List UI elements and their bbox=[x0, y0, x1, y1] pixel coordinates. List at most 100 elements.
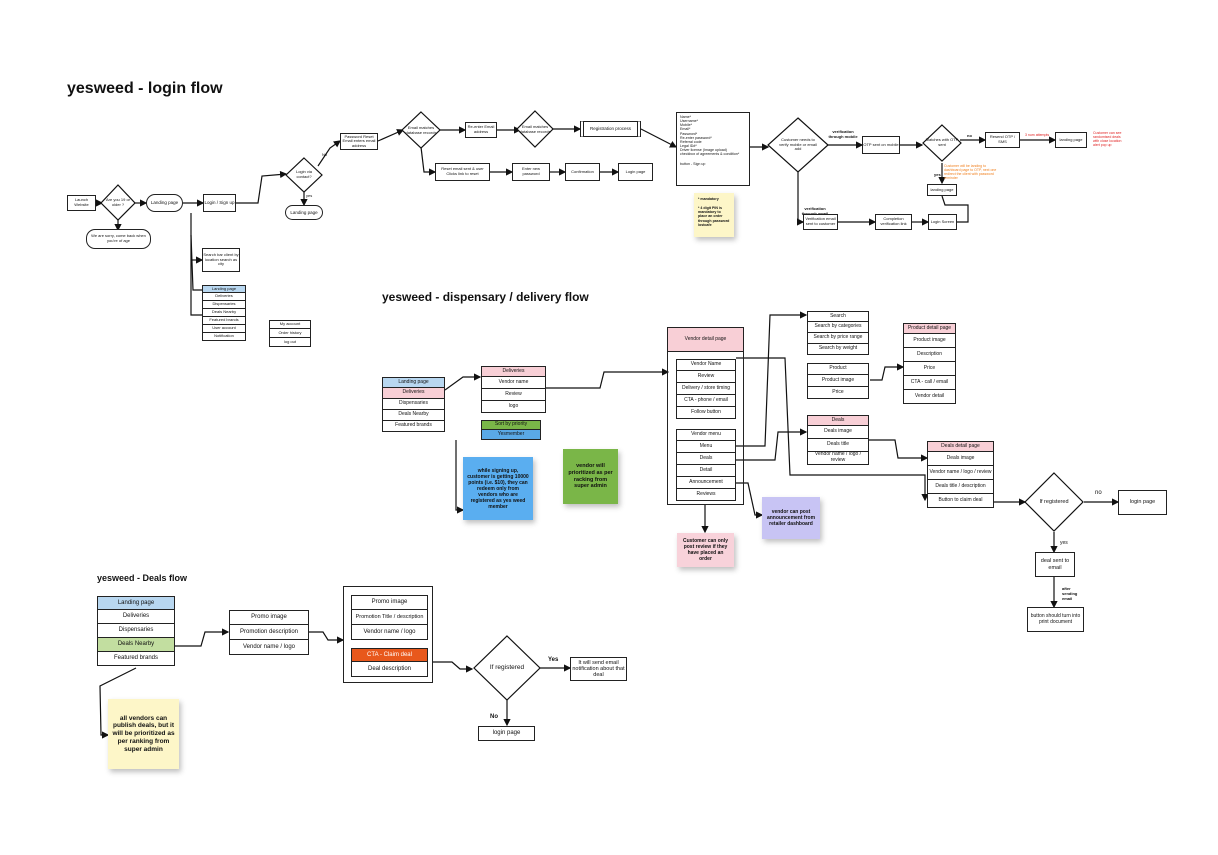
form-field: Legal ID#* bbox=[680, 143, 697, 148]
claim-deal-button: Button to claim deal bbox=[927, 494, 994, 508]
claim-deal-button: CTA - Claim deal bbox=[351, 648, 428, 662]
list-item: Promo image bbox=[351, 595, 428, 610]
vendor-publish-note: all vendors can publish deals, but it wi… bbox=[108, 699, 179, 769]
vendor-detail-header: Vendor detail page bbox=[667, 327, 744, 352]
menu-item: Notification bbox=[202, 333, 246, 341]
list-item: Deliveries bbox=[481, 366, 546, 377]
login-flow-title: yesweed - login flow bbox=[67, 80, 223, 97]
list-item: Vendor name bbox=[481, 377, 546, 389]
account-menu-stack: My account Order history log out bbox=[269, 320, 311, 347]
list-item: Announcement bbox=[676, 477, 736, 489]
completion-box: Completion verification link bbox=[875, 214, 912, 230]
menu-item: Deals Nearby bbox=[202, 309, 246, 317]
landing-menu-stack: Landing page Deliveries Dispensaries Dea… bbox=[202, 285, 246, 341]
list-item: Detail bbox=[676, 465, 736, 477]
form-field: Username* bbox=[680, 119, 698, 124]
sort-list: Sort by priority Yesmember bbox=[481, 420, 541, 440]
otp-match-decision-diamond bbox=[922, 124, 962, 162]
list-item: Deals bbox=[676, 453, 736, 465]
list-item: Review bbox=[481, 389, 546, 401]
list-item: Product image bbox=[903, 334, 956, 348]
after-sending-label: after sending email bbox=[1062, 586, 1078, 601]
menu-item: Deliveries bbox=[97, 610, 175, 624]
login-decision-diamond bbox=[285, 157, 323, 193]
review-note: Customer can only post review if they ha… bbox=[677, 533, 734, 567]
deal-detail-top: Promo image Promotion Title / descriptio… bbox=[351, 595, 428, 640]
menu-item: Dispensaries bbox=[382, 399, 445, 410]
form-field: Mobile* bbox=[680, 123, 692, 128]
list-item: Search by categories bbox=[807, 322, 869, 333]
deals-yes-label: Yes bbox=[548, 657, 559, 663]
deals-list: Deals Deals image Deals title Vendor nam… bbox=[807, 415, 869, 465]
list-item: Vendor name / logo / review bbox=[807, 452, 869, 465]
landing-page2-box: Landing page bbox=[285, 205, 323, 220]
deals-flow-title: yesweed - Deals flow bbox=[97, 573, 188, 583]
form-field: button - Sign up bbox=[680, 162, 706, 167]
list-item: Menu bbox=[676, 441, 736, 453]
login-decision-label: Login via contact? bbox=[295, 169, 312, 179]
list-item: Deals bbox=[807, 415, 869, 426]
if-registered-diamond-deals bbox=[473, 635, 541, 701]
menu-item: Landing page bbox=[97, 596, 175, 610]
list-item: Search by price range bbox=[807, 333, 869, 344]
notification-box: It will send email notification about th… bbox=[570, 657, 627, 681]
list-item: Deals title bbox=[807, 439, 869, 452]
list-item: Vendor Name bbox=[676, 359, 736, 371]
list-item: Deals image bbox=[927, 452, 994, 466]
email-match-decision-diamond bbox=[401, 111, 441, 149]
list-item: Vendor detail bbox=[903, 390, 956, 404]
dashboard-note: Customer will be landing to dashboard pa… bbox=[944, 164, 997, 181]
list-item: Vendor name / logo bbox=[351, 625, 428, 640]
deal-detail-frame bbox=[343, 586, 433, 683]
email-match2-decision-diamond bbox=[516, 110, 554, 148]
landing-small-box: landing page bbox=[927, 184, 957, 196]
print-document-box: button should turn into print document bbox=[1027, 607, 1084, 632]
verification-email-label: verification through email bbox=[802, 206, 828, 216]
list-item: Product detail page bbox=[903, 323, 956, 334]
list-item: Deals image bbox=[807, 426, 869, 439]
login-no-label: No bbox=[322, 152, 328, 157]
mandatory-note: * mandatory * 4 digit PIN is mandatory t… bbox=[694, 193, 734, 237]
resend-otp-box: Resend OTP / SMS bbox=[985, 132, 1020, 148]
search-list: Search Search by categories Search by pr… bbox=[807, 311, 869, 355]
list-item: Price bbox=[807, 387, 869, 399]
list-item: Search bbox=[807, 311, 869, 322]
launch-box: Launch Website bbox=[67, 195, 96, 211]
list-item: Review bbox=[676, 371, 736, 383]
announcement-note: vendor can post announcement from retail… bbox=[762, 497, 820, 539]
confirmation-box: Confirmation bbox=[565, 163, 600, 181]
list-item: Promotion description bbox=[229, 625, 309, 640]
menu-item: Deliveries bbox=[202, 293, 246, 301]
menu-item: Deals Nearby bbox=[97, 638, 175, 652]
random-deals-note: Customer can see randomised deals with c… bbox=[1093, 131, 1122, 148]
list-item: Promo image bbox=[229, 610, 309, 625]
list-item: Search by weight bbox=[807, 344, 869, 355]
age-decision-label: Are you 19 or older ? bbox=[105, 197, 130, 207]
menu-item: Featured brands bbox=[382, 421, 445, 432]
menu-item: Landing page bbox=[202, 285, 246, 293]
verify-decision-diamond bbox=[767, 117, 829, 173]
vendor-menu-list: Vendor menu Menu Deals Detail Announceme… bbox=[676, 429, 736, 501]
landing-right-box: landing page bbox=[1055, 132, 1087, 148]
deals-if-registered-label: If registered bbox=[489, 664, 525, 672]
account-menu-item: Order history bbox=[269, 329, 311, 338]
menu-item: Dispensaries bbox=[97, 624, 175, 638]
landing-page-box: Landing page bbox=[146, 194, 183, 212]
login-signup-box: Login / Sign up bbox=[203, 194, 236, 212]
if-registered-label: If registered bbox=[1039, 498, 1069, 505]
age-decision-diamond bbox=[100, 184, 136, 221]
form-field: Name* bbox=[680, 115, 691, 119]
sorry-box: We are sorry, come back when you're of a… bbox=[86, 229, 151, 249]
verification-sent-box: Verification email sent to customer bbox=[803, 214, 838, 230]
list-item: Follow button bbox=[676, 407, 736, 419]
password-reset-box: Password Reset Email enters email addres… bbox=[340, 133, 378, 150]
registration-box: Registration process bbox=[580, 121, 641, 137]
form-field: Password* bbox=[680, 131, 698, 136]
form-field: Driver license (Image upload) bbox=[680, 148, 727, 152]
otp-sent-box: OTP sent on mobile bbox=[862, 136, 900, 154]
list-item: Sort by priority bbox=[481, 420, 541, 430]
login-page-box: Login page bbox=[618, 163, 653, 181]
no-label: no bbox=[1095, 490, 1102, 496]
dispensary-landing-menu: Landing page Deliveries Dispensaries Dea… bbox=[382, 377, 445, 432]
otp-no-label: no bbox=[967, 133, 972, 138]
